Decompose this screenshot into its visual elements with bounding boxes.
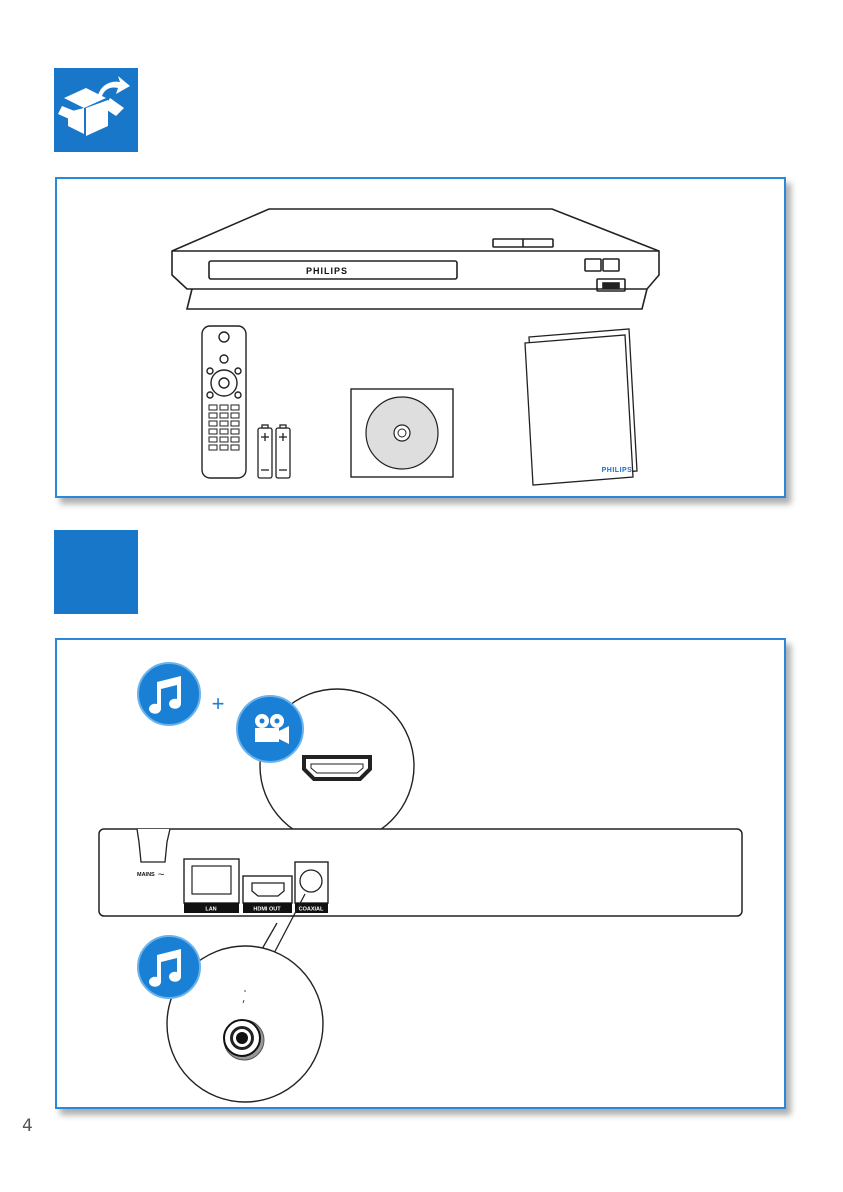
- player-brand-label: PHILIPS: [306, 266, 348, 276]
- connections-panel: +: [55, 638, 786, 1109]
- rear-panel-illustration: [99, 829, 742, 916]
- coaxial-zoom-callout: [167, 894, 323, 1102]
- connect-section-marker: [54, 530, 138, 614]
- lan-port-label: LAN: [205, 907, 216, 913]
- user-manual-illustration: [525, 329, 637, 485]
- remote-control-illustration: [202, 326, 246, 478]
- video-camera-icon: [237, 696, 303, 762]
- plus-sign: +: [212, 691, 225, 716]
- manual-brand-label: PHILIPS: [602, 467, 633, 474]
- box-contents-panel: PHILIPS: [55, 177, 786, 498]
- mains-label: MAINS: [137, 872, 155, 878]
- music-note-icon: [138, 663, 200, 725]
- music-note-icon-audio: [138, 936, 200, 998]
- unpack-box-icon: [54, 68, 138, 152]
- page-number: 4: [22, 1116, 33, 1136]
- bluray-player-illustration: [172, 209, 659, 309]
- mains-ac-symbol: ~: [158, 869, 164, 881]
- software-disc-illustration: [351, 389, 453, 477]
- hdmi-out-port-label: HDMI OUT: [253, 907, 281, 913]
- unpack-section-marker: [54, 68, 138, 152]
- coaxial-port-label: COAXIAL: [299, 907, 324, 913]
- batteries-illustration: [258, 425, 290, 478]
